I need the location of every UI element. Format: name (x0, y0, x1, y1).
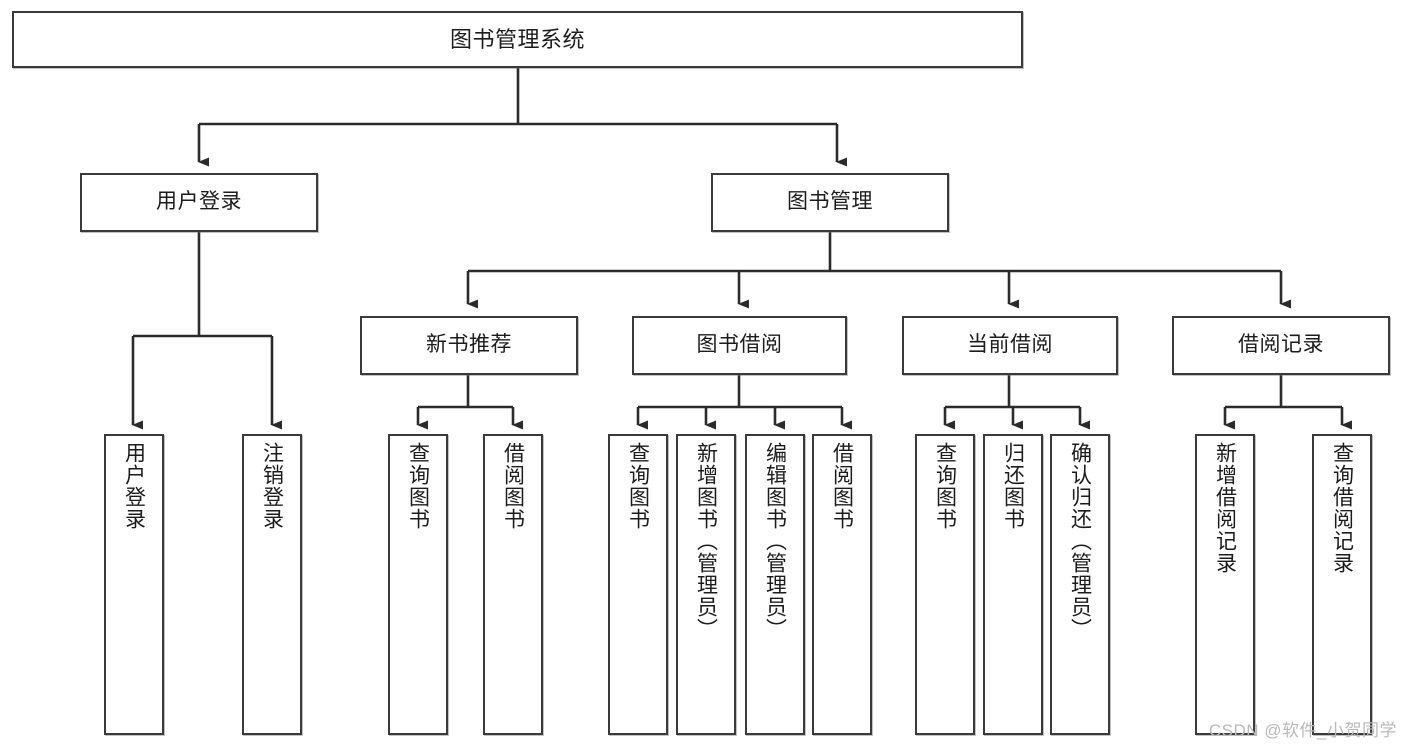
node-user-login[interactable]: 用户登录 (80, 173, 318, 232)
node-borrow-record[interactable]: 借阅记录 (1172, 316, 1390, 375)
node-current-borrow[interactable]: 当前借阅 (902, 316, 1118, 375)
node-leaf-query-book-3[interactable]: 查询图书 (915, 434, 975, 735)
node-leaf-user-login-label: 用户登录 (122, 442, 146, 530)
node-leaf-edit-book-label: 编辑图书（管理员） (763, 442, 787, 640)
node-leaf-borrow-book-1[interactable]: 借阅图书 (483, 434, 543, 735)
node-leaf-borrow-book-2-label: 借阅图书 (830, 442, 854, 530)
node-leaf-edit-book[interactable]: 编辑图书（管理员） (745, 434, 805, 735)
node-book-borrow-label: 图书借阅 (696, 333, 783, 357)
node-leaf-logout-login-label: 注销登录 (260, 442, 284, 530)
node-leaf-user-login[interactable]: 用户登录 (104, 434, 164, 735)
node-leaf-add-record-label: 新增借阅记录 (1213, 442, 1237, 574)
node-leaf-query-book-1[interactable]: 查询图书 (388, 434, 448, 735)
node-book-borrow[interactable]: 图书借阅 (632, 316, 847, 375)
node-root[interactable]: 图书管理系统 (12, 11, 1023, 68)
node-book-management[interactable]: 图书管理 (711, 173, 949, 232)
node-leaf-query-book-2-label: 查询图书 (626, 442, 650, 530)
node-leaf-return-book[interactable]: 归还图书 (983, 434, 1043, 735)
node-book-management-label: 图书管理 (787, 190, 873, 214)
node-leaf-query-book-3-label: 查询图书 (933, 442, 957, 530)
node-new-book-recommend-label: 新书推荐 (426, 333, 512, 357)
node-current-borrow-label: 当前借阅 (967, 333, 1053, 357)
node-leaf-confirm-return[interactable]: 确认归还（管理员） (1050, 434, 1110, 735)
node-leaf-confirm-return-label: 确认归还（管理员） (1068, 442, 1092, 640)
node-user-login-label: 用户登录 (156, 190, 242, 214)
node-borrow-record-label: 借阅记录 (1238, 333, 1324, 357)
node-leaf-borrow-book-1-label: 借阅图书 (501, 442, 525, 530)
node-leaf-query-book-2[interactable]: 查询图书 (608, 434, 668, 735)
node-leaf-add-book[interactable]: 新增图书（管理员） (676, 434, 736, 735)
node-leaf-logout-login[interactable]: 注销登录 (242, 434, 302, 735)
node-leaf-add-book-label: 新增图书（管理员） (694, 442, 718, 640)
node-new-book-recommend[interactable]: 新书推荐 (360, 316, 578, 375)
node-leaf-query-record[interactable]: 查询借阅记录 (1312, 434, 1372, 735)
node-leaf-query-record-label: 查询借阅记录 (1330, 442, 1354, 574)
node-leaf-return-book-label: 归还图书 (1001, 442, 1025, 530)
node-leaf-borrow-book-2[interactable]: 借阅图书 (812, 434, 872, 735)
node-root-label: 图书管理系统 (449, 26, 585, 52)
node-leaf-query-book-1-label: 查询图书 (406, 442, 430, 530)
node-leaf-add-record[interactable]: 新增借阅记录 (1195, 434, 1255, 735)
